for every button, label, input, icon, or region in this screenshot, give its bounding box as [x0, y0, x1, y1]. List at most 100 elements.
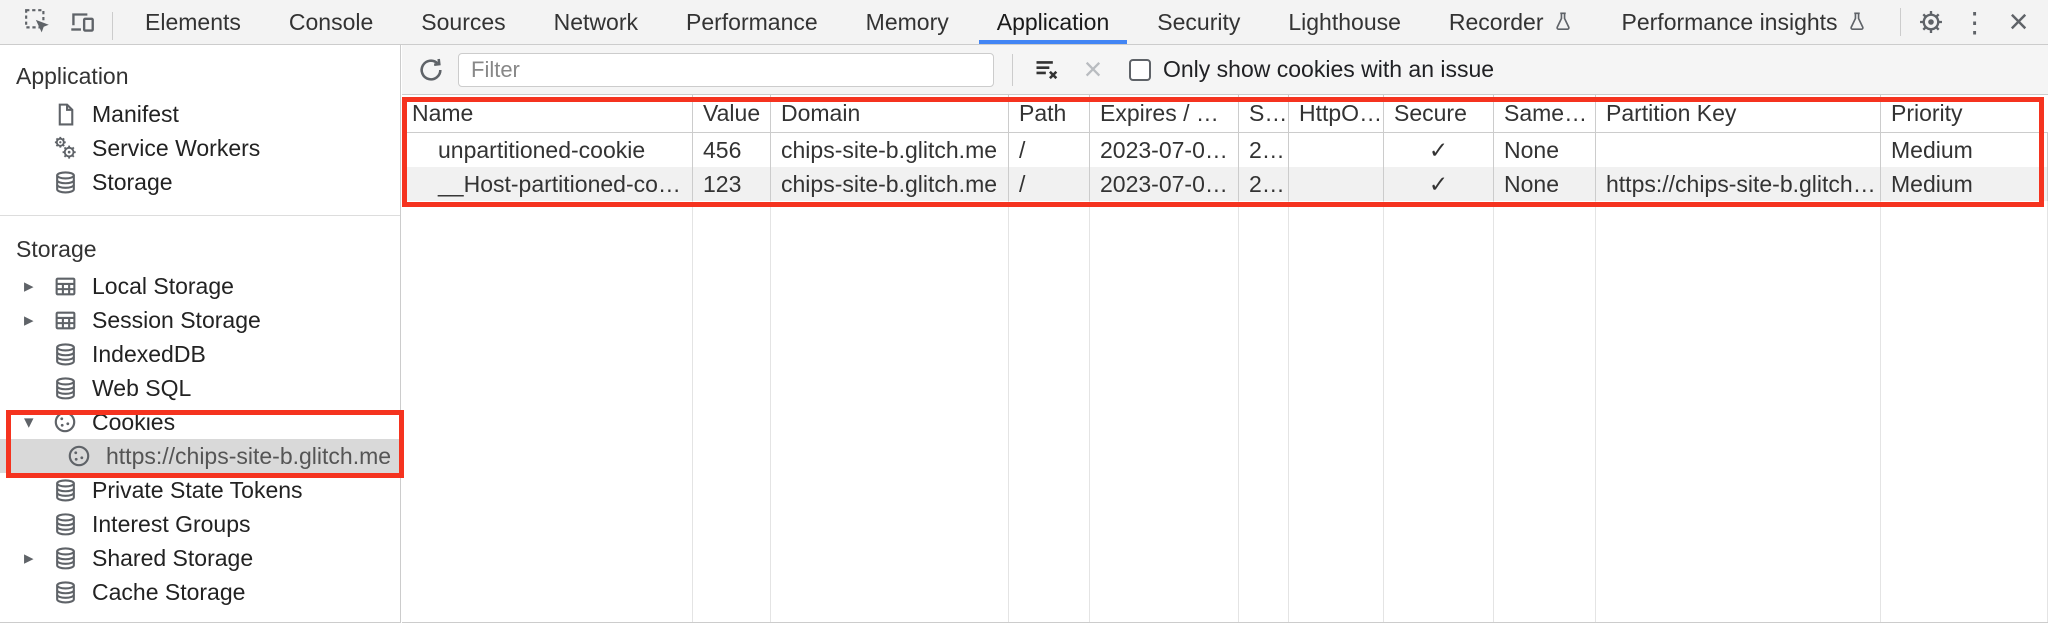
sidebar-item-cookies[interactable]: ▾ Cookies — [0, 405, 400, 439]
sidebar-item-local-storage[interactable]: ▸ Local Storage — [0, 269, 400, 303]
three-dot-menu-icon: ⋮ — [1960, 6, 1989, 38]
column-header-domain[interactable]: Domain — [771, 95, 1009, 132]
cell-partition-key — [1596, 133, 1881, 167]
sidebar-item-cache-storage[interactable]: Cache Storage — [0, 575, 400, 609]
cookie-row-host-partitioned[interactable]: __Host-partitioned-cookie 123 chips-site… — [402, 167, 2048, 201]
sidebar-item-label: Manifest — [92, 100, 179, 127]
cell-samesite: None — [1494, 133, 1596, 167]
column-header-secure[interactable]: Secure — [1384, 95, 1494, 132]
column-header-name[interactable]: Name — [402, 95, 693, 132]
column-header-size[interactable]: Size — [1239, 95, 1289, 132]
chevron-right-icon[interactable]: ▸ — [24, 547, 34, 569]
chevron-right-icon[interactable]: ▸ — [24, 275, 34, 297]
column-header-partition-key[interactable]: Partition Key — [1596, 95, 1881, 132]
tabbar-left-tools — [0, 0, 121, 44]
chevron-down-icon[interactable]: ▾ — [24, 411, 34, 433]
tab-security[interactable]: Security — [1133, 0, 1264, 44]
database-icon — [50, 579, 80, 605]
inspect-element-button[interactable] — [16, 2, 60, 42]
cookies-toolbar: × Only show cookies with an issue — [402, 45, 2048, 95]
sidebar-section-storage: Storage — [16, 236, 97, 262]
panel-tabs: Elements Console Sources Network Perform… — [121, 0, 1892, 44]
clear-all-cookies-button[interactable] — [1027, 50, 1067, 90]
filter-input[interactable] — [458, 52, 994, 87]
database-icon — [50, 545, 80, 571]
tab-network[interactable]: Network — [530, 0, 662, 44]
sidebar-item-manifest[interactable]: Manifest — [0, 97, 400, 131]
close-devtools-button[interactable]: × — [1997, 2, 2041, 42]
sidebar-item-service-workers[interactable]: Service Workers — [0, 131, 400, 165]
sidebar-divider — [0, 215, 400, 216]
tab-label: Security — [1157, 8, 1241, 35]
devtools-tabbar: Elements Console Sources Network Perform… — [0, 0, 2048, 45]
cookies-panel: × Only show cookies with an issue Name V… — [402, 45, 2048, 623]
sidebar-item-label: Session Storage — [92, 306, 261, 333]
refresh-button[interactable] — [410, 49, 452, 91]
sidebar-section-application: Application — [16, 63, 129, 89]
sidebar-item-storage[interactable]: Storage — [0, 165, 400, 199]
tab-application[interactable]: Application — [973, 0, 1134, 44]
inspect-cursor-icon — [24, 8, 52, 36]
tab-memory[interactable]: Memory — [842, 0, 973, 44]
tab-label: Sources — [421, 8, 506, 35]
sidebar-item-label: Shared Storage — [92, 544, 254, 571]
database-icon — [50, 375, 80, 401]
tab-label: Application — [996, 8, 1110, 35]
cell-httponly — [1289, 133, 1384, 167]
sidebar-item-shared-storage[interactable]: ▸ Shared Storage — [0, 541, 400, 575]
delete-selected-button[interactable]: × — [1073, 51, 1113, 88]
tab-performance-insights[interactable]: Performance insights — [1598, 0, 1892, 44]
application-sidebar: Application Manifest — [0, 45, 401, 623]
column-header-httponly[interactable]: HttpOnly — [1289, 95, 1384, 132]
column-header-samesite[interactable]: SameSite — [1494, 95, 1596, 132]
database-icon — [50, 169, 80, 195]
cell-priority: Medium — [1881, 133, 2048, 167]
sidebar-item-session-storage[interactable]: ▸ Session Storage — [0, 303, 400, 337]
table-icon — [50, 273, 80, 299]
sidebar-item-label: Cache Storage — [92, 578, 246, 605]
tabbar-separator — [112, 12, 113, 40]
tab-console[interactable]: Console — [265, 0, 397, 44]
sidebar-item-interest-groups[interactable]: Interest Groups — [0, 507, 400, 541]
sidebar-item-indexeddb[interactable]: IndexedDB — [0, 337, 400, 371]
tabbar-right-controls: ⋮ × — [1892, 0, 2048, 44]
settings-button[interactable] — [1909, 2, 1953, 42]
cookie-row-unpartitioned[interactable]: unpartitioned-cookie 456 chips-site-b.gl… — [402, 133, 2048, 167]
device-toolbar-icon — [67, 8, 97, 36]
sidebar-item-label: Web SQL — [92, 374, 192, 401]
cell-priority: Medium — [1881, 167, 2048, 201]
chevron-right-icon[interactable]: ▸ — [24, 309, 34, 331]
tab-performance[interactable]: Performance — [662, 0, 842, 44]
column-header-path[interactable]: Path — [1009, 95, 1090, 132]
gear-icon — [1917, 8, 1945, 36]
more-options-button[interactable]: ⋮ — [1953, 2, 1997, 42]
refresh-icon — [417, 56, 445, 84]
cookies-data-grid: Name Value Domain Path Expires / M… Size… — [402, 95, 2048, 622]
sidebar-item-web-sql[interactable]: Web SQL — [0, 371, 400, 405]
cell-secure-checkmark: ✓ — [1384, 167, 1494, 201]
tab-label: Recorder — [1448, 8, 1544, 35]
database-icon — [50, 477, 80, 503]
tab-sources[interactable]: Sources — [397, 0, 529, 44]
column-header-expires[interactable]: Expires / M… — [1090, 95, 1239, 132]
cell-size: 23 — [1239, 133, 1289, 167]
tabbar-separator — [1899, 8, 1901, 36]
cell-domain: chips-site-b.glitch.me — [771, 167, 1009, 201]
toolbar-separator — [1012, 53, 1013, 86]
column-header-priority[interactable]: Priority — [1891, 100, 1963, 126]
only-issues-checkbox[interactable] — [1129, 58, 1151, 81]
cookie-icon — [50, 409, 80, 435]
only-issues-label: Only show cookies with an issue — [1163, 56, 1495, 82]
tab-elements[interactable]: Elements — [121, 0, 265, 44]
sidebar-item-label: Cookies — [92, 408, 176, 435]
device-toolbar-button[interactable] — [60, 2, 104, 42]
sidebar-item-label: Private State Tokens — [92, 476, 303, 503]
cell-path: / — [1009, 133, 1090, 167]
column-header-value[interactable]: Value — [693, 95, 771, 132]
tab-lighthouse[interactable]: Lighthouse — [1264, 0, 1425, 44]
sidebar-item-cookie-origin[interactable]: https://chips-site-b.glitch.me — [0, 439, 400, 473]
cell-size: 28 — [1239, 167, 1289, 201]
sidebar-item-private-state-tokens[interactable]: Private State Tokens — [0, 473, 400, 507]
tab-recorder[interactable]: Recorder — [1425, 0, 1598, 44]
